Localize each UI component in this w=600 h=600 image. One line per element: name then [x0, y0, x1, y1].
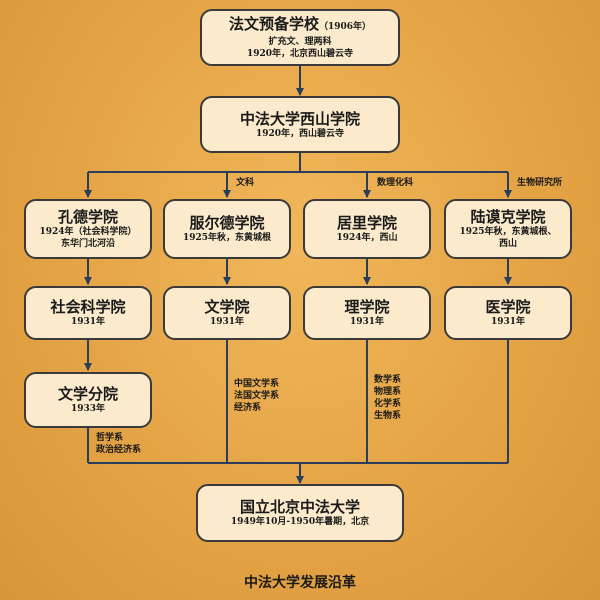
node-title: 居里学院 [336, 214, 397, 232]
node-social-science-college: 社会科学院 1931年 [24, 286, 152, 340]
node-xishan-college: 中法大学西山学院 1920年，西山碧云寺 [200, 96, 400, 153]
dept-item: 化学系 [374, 399, 402, 409]
node-line: 1931年 [70, 317, 106, 327]
dept-item: 经济系 [234, 403, 262, 413]
node-line: 1931年 [209, 317, 245, 327]
node-line: 1931年 [490, 317, 526, 327]
dept-item: 生物系 [374, 411, 402, 421]
branch-label-arts: 文科 [236, 178, 255, 188]
node-comte-college: 孔德学院 1924年（社会科学院） 东华门北河沿 [24, 199, 152, 259]
node-line: 1925年秋，东黄城根、 [459, 227, 557, 237]
node-line: 东华门北河沿 [60, 239, 115, 249]
node-title: 理学院 [344, 298, 390, 316]
node-national-peking-sino-french-university: 国立北京中法大学 1949年10月-1950年暑期，北京 [196, 484, 404, 542]
node-title-note: （1906年） [318, 22, 372, 32]
node-line: 1920年，北京西山碧云寺 [246, 49, 354, 59]
node-title: 社会科学院 [50, 298, 126, 316]
dept-item: 哲学系 [96, 433, 124, 443]
node-line: 1924年（社会科学院） [39, 227, 137, 237]
dept-item: 物理系 [374, 387, 402, 397]
node-french-prep-school: 法文预备学校（1906年） 扩充文、理两科 1920年，北京西山碧云寺 [200, 9, 400, 66]
node-lamarck-college: 陆谟克学院 1925年秋，东黄城根、 西山 [444, 199, 572, 259]
node-title: 法文预备学校 [228, 15, 319, 33]
node-line: 1933年 [70, 404, 106, 414]
node-line: 1920年，西山碧云寺 [255, 128, 345, 139]
node-title: 陆谟克学院 [470, 208, 546, 226]
dept-item: 数学系 [374, 375, 402, 385]
node-science-college: 理学院 1931年 [303, 286, 431, 340]
node-curie-college: 居里学院 1924年，西山 [303, 199, 431, 259]
node-voltaire-college: 服尔德学院 1925年秋，东黄城根 [163, 199, 291, 259]
node-title: 文学分院 [57, 385, 118, 403]
node-title: 文学院 [204, 298, 250, 316]
dept-item: 政治经济系 [96, 445, 142, 455]
dept-list-col3: 数学系 物理系 化学系 生物系 [374, 374, 401, 422]
node-title: 孔德学院 [57, 208, 118, 226]
dept-item: 中国文学系 [234, 379, 280, 389]
node-line: 西山 [498, 239, 517, 249]
node-title: 服尔德学院 [189, 214, 265, 232]
node-line: 1949年10月-1950年暑期，北京 [230, 517, 370, 527]
branch-label-biology: 生物研究所 [517, 178, 563, 188]
node-medical-college: 医学院 1931年 [444, 286, 572, 340]
dept-list-col2: 中国文学系 法国文学系 经济系 [234, 378, 279, 414]
node-title: 中法大学西山学院 [239, 109, 360, 128]
node-title: 医学院 [485, 298, 531, 316]
node-title: 国立北京中法大学 [239, 498, 360, 516]
dept-item: 法国文学系 [234, 391, 280, 401]
node-line: 扩充文、理两科 [268, 37, 332, 47]
node-line: 1931年 [349, 317, 385, 327]
branch-label-science: 数理化科 [377, 178, 414, 188]
node-line: 1925年秋，东黄城根 [182, 233, 272, 243]
node-literature-college: 文学院 1931年 [163, 286, 291, 340]
node-literature-branch: 文学分院 1933年 [24, 372, 152, 428]
node-line: 1924年，西山 [336, 233, 398, 243]
dept-list-col1: 哲学系 政治经济系 [96, 432, 141, 456]
diagram-caption: 中法大学发展沿革 [244, 575, 356, 591]
